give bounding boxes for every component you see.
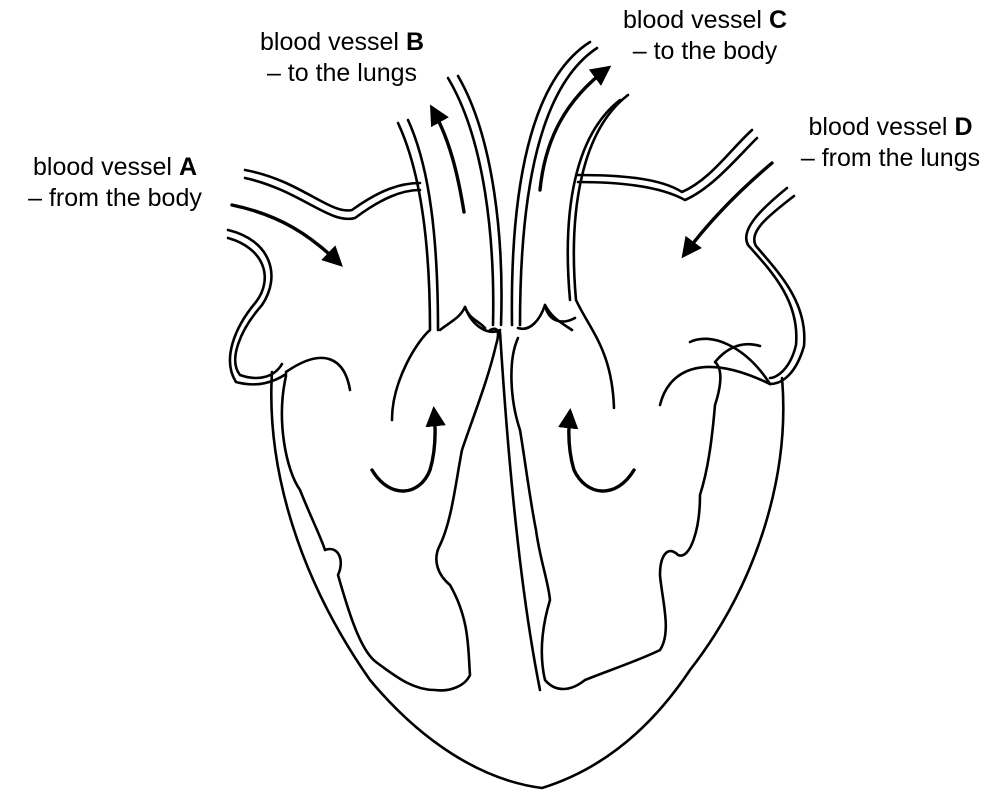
- label-blood-vessel-d: blood vessel D – from the lungs: [783, 112, 998, 174]
- arrow-into-left-atrium: [684, 163, 772, 255]
- label-c-name: blood vessel: [623, 6, 769, 34]
- label-b-letter: B: [406, 28, 424, 56]
- label-d-letter: D: [954, 113, 972, 141]
- heart-valves: [440, 305, 575, 332]
- label-a-name: blood vessel: [33, 153, 179, 181]
- label-d-desc: – from the lungs: [783, 143, 998, 174]
- arrow-right-ventricle-curve: [569, 412, 634, 491]
- label-blood-vessel-a: blood vessel A – from the body: [10, 152, 220, 214]
- label-b-name: blood vessel: [260, 28, 406, 56]
- blood-vessel-c: [512, 42, 628, 408]
- arrow-up-vessel-b: [432, 108, 464, 212]
- label-blood-vessel-c: blood vessel C – to the body: [600, 5, 810, 67]
- heart-outer-wall: [271, 372, 783, 788]
- blood-vessel-a: [228, 170, 420, 384]
- blood-vessel-d: [578, 130, 804, 384]
- label-b-desc: – to the lungs: [232, 58, 452, 89]
- label-blood-vessel-b: blood vessel B – to the lungs: [232, 27, 452, 89]
- label-a-desc: – from the body: [10, 183, 220, 214]
- arrow-left-ventricle-curve: [372, 410, 435, 491]
- label-a-letter: A: [179, 153, 197, 181]
- septum: [500, 332, 540, 690]
- blood-vessel-b: [392, 76, 502, 420]
- label-c-desc: – to the body: [600, 36, 810, 67]
- label-c-letter: C: [769, 6, 787, 34]
- left-chambers-interior: [282, 329, 498, 691]
- arrow-into-right-atrium: [232, 205, 340, 264]
- right-chambers-interior: [511, 338, 770, 689]
- label-d-name: blood vessel: [809, 113, 955, 141]
